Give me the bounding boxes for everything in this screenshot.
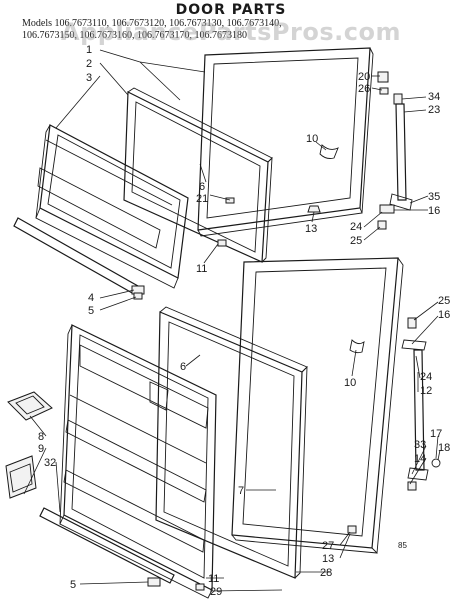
callout-2: 2: [86, 58, 92, 70]
callout-21: 21: [196, 193, 208, 205]
callout-6-upper: 6: [199, 181, 205, 193]
callout-1: 1: [86, 44, 92, 56]
upper-hinge-assembly: [377, 71, 413, 230]
callout-6-lower: 6: [180, 361, 186, 373]
callout-17: 17: [430, 428, 442, 440]
callout-23: 23: [428, 104, 440, 116]
callout-3: 3: [86, 72, 92, 84]
drawing-code: 85: [398, 541, 407, 550]
callout-7: 7: [238, 485, 244, 497]
callout-12: 12: [420, 385, 432, 397]
callout-labels: 1 2 3 4 5 6 21 10 13 11 20 26 34 23 35 1…: [38, 44, 450, 598]
page-title: DOOR PARTS: [175, 2, 287, 18]
callout-18: 18: [438, 442, 450, 454]
watermark: AppliancePartsPros.com: [61, 18, 401, 46]
callout-16-upper: 16: [428, 205, 440, 217]
fresh-food-door-trays: [5, 391, 53, 499]
freezer-outer-door-panel: [197, 47, 374, 237]
callout-26: 26: [358, 83, 370, 95]
callout-4: 4: [88, 292, 94, 304]
callout-16-lower: 16: [438, 309, 450, 321]
fresh-food-door-liner: [59, 324, 217, 599]
callout-5-upper: 5: [88, 305, 94, 317]
freezer-door-gasket: [123, 87, 273, 263]
callout-5-lower: 5: [70, 579, 76, 591]
callout-24-lower: 24: [420, 371, 432, 383]
callout-34: 34: [428, 91, 440, 103]
freezer-door-liner: [35, 124, 189, 289]
callout-11-lower: 11: [208, 573, 219, 585]
freezer-door-fittings: [131, 144, 339, 300]
model-list: Models 106.7673110, 106.7673120, 106.767…: [22, 18, 452, 42]
callout-10-upper: 10: [306, 133, 318, 145]
fresh-food-outer-door-panel: [231, 257, 404, 554]
callout-24-upper: 24: [350, 221, 362, 233]
callout-25-upper: 25: [350, 235, 362, 247]
callout-10-lower: 10: [344, 377, 356, 389]
callout-14: 14: [414, 453, 426, 465]
callout-29: 29: [210, 586, 222, 598]
model-list-line-2: 106.7673150, 106.7673160, 106.7673170, 1…: [22, 30, 247, 41]
callout-13-lower: 13: [322, 553, 334, 565]
fresh-food-shelf-trim: [39, 507, 175, 584]
callout-28: 28: [320, 567, 332, 579]
callout-33: 33: [414, 439, 426, 451]
fresh-food-door-gasket: [155, 306, 308, 579]
leader-lines: [23, 49, 441, 592]
callout-8: 8: [38, 431, 44, 443]
callout-11-upper: 11: [196, 263, 207, 275]
callout-27: 27: [322, 540, 334, 552]
callout-25-lower: 25: [438, 295, 450, 307]
callout-20: 20: [358, 71, 370, 83]
model-list-line-1: Models 106.7673110, 106.7673120, 106.767…: [22, 18, 282, 29]
callout-32: 32: [44, 457, 56, 469]
lower-hinge-assembly: [401, 317, 441, 491]
callout-35: 35: [428, 191, 440, 203]
freezer-shelf-trim: [13, 217, 139, 295]
callout-13-upper: 13: [305, 223, 317, 235]
callout-9: 9: [38, 443, 44, 455]
